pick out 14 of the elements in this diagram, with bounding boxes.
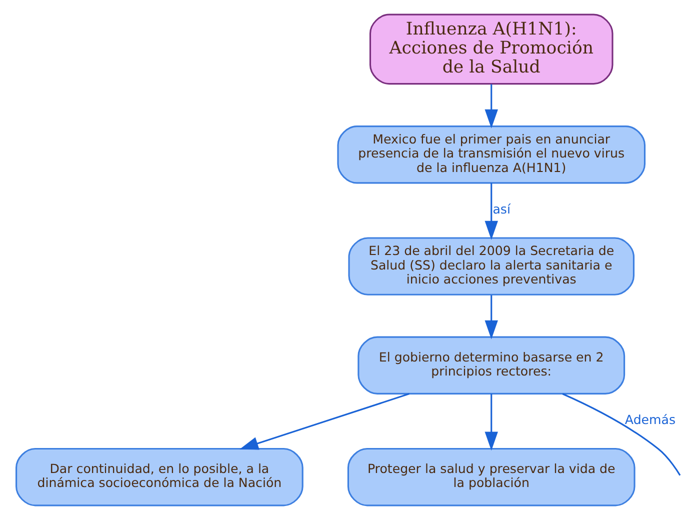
node-box: Mexico fue el primer pais en anunciar presencia de la transmisión el nuevo virus de la influenza A(H1N1) xyxy=(336,126,646,184)
node-box: El 23 de abril del 2009 la Secretaria de Salud (SS) declaro la alerta sanitaria e inicio acciones preventivas xyxy=(348,237,634,296)
arrow xyxy=(484,183,498,240)
node-box: Influenza A(H1N1): Acciones de Promoción de la Salud xyxy=(368,14,613,85)
arrow xyxy=(484,394,498,451)
edge-label: Además xyxy=(624,412,676,428)
arrow xyxy=(238,393,410,450)
arrow xyxy=(484,84,498,128)
arrow xyxy=(484,295,498,340)
node-box: El gobierno determino basarse en 2 principios rectores: xyxy=(357,336,625,394)
connector xyxy=(562,393,680,476)
edge-label: así xyxy=(492,201,510,216)
node-box: Dar continuidad, en lo posible, a la dinámica socioeconómica de la Nación xyxy=(15,448,303,506)
node-box: Proteger la salud y preservar la vida de la población xyxy=(346,448,635,506)
